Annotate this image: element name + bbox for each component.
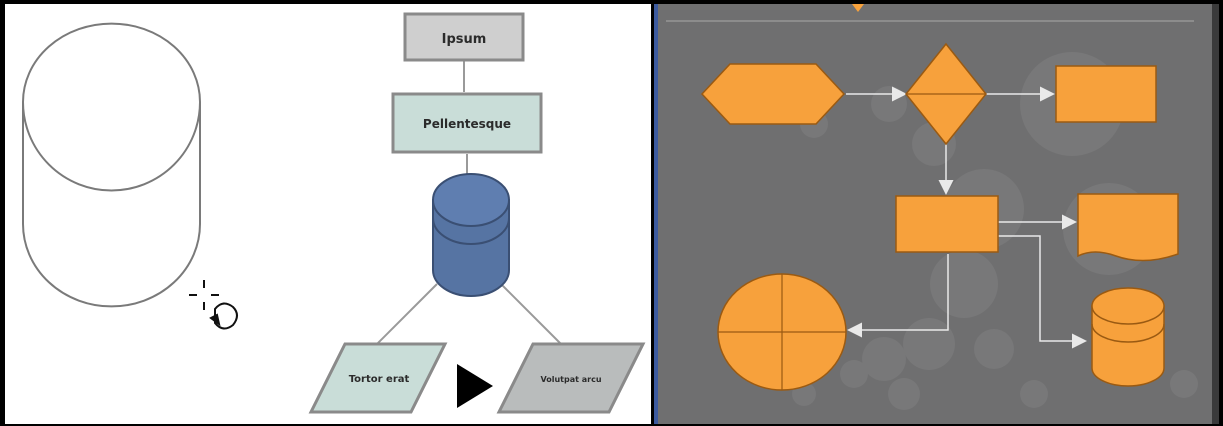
top-box-label: Ipsum	[442, 32, 487, 47]
shape-internal-lines	[718, 93, 986, 390]
hexagon-shape[interactable]	[700, 63, 846, 125]
tree-connectors	[376, 61, 562, 345]
bottom-left-parallelogram[interactable]	[308, 342, 448, 414]
right-flowchart-svg	[654, 4, 1219, 424]
document-shape[interactable]	[1077, 193, 1179, 262]
top-edge-marker	[852, 4, 864, 12]
top-box[interactable]	[403, 12, 525, 62]
process-box-center[interactable]	[895, 195, 999, 253]
bottom-left-label: Tortor erat	[349, 374, 410, 385]
play-triangle-icon[interactable]	[457, 364, 493, 408]
blue-cylinder-shape[interactable]	[432, 173, 510, 297]
left-edge-strip	[654, 4, 658, 424]
right-edge-strip	[1212, 4, 1219, 424]
move-crosshair-cursor	[189, 280, 238, 330]
outline-cylinder-shape[interactable]	[22, 22, 201, 308]
process-box-top-right[interactable]	[1055, 65, 1157, 123]
bottom-right-parallelogram[interactable]	[496, 342, 646, 414]
database-cylinder-shape[interactable]	[1091, 287, 1165, 387]
left-diagram-svg: Ipsum Pellentesque Tortor erat Volutpat …	[22, 12, 646, 414]
middle-box[interactable]	[391, 92, 543, 154]
left-diagram-canvas: Ipsum Pellentesque Tortor erat Volutpat …	[5, 4, 651, 424]
middle-box-label: Pellentesque	[423, 117, 511, 131]
bottom-right-label: Volutpat arcu	[540, 375, 601, 384]
flow-connectors	[846, 86, 1087, 349]
right-flowchart-canvas	[654, 4, 1219, 424]
